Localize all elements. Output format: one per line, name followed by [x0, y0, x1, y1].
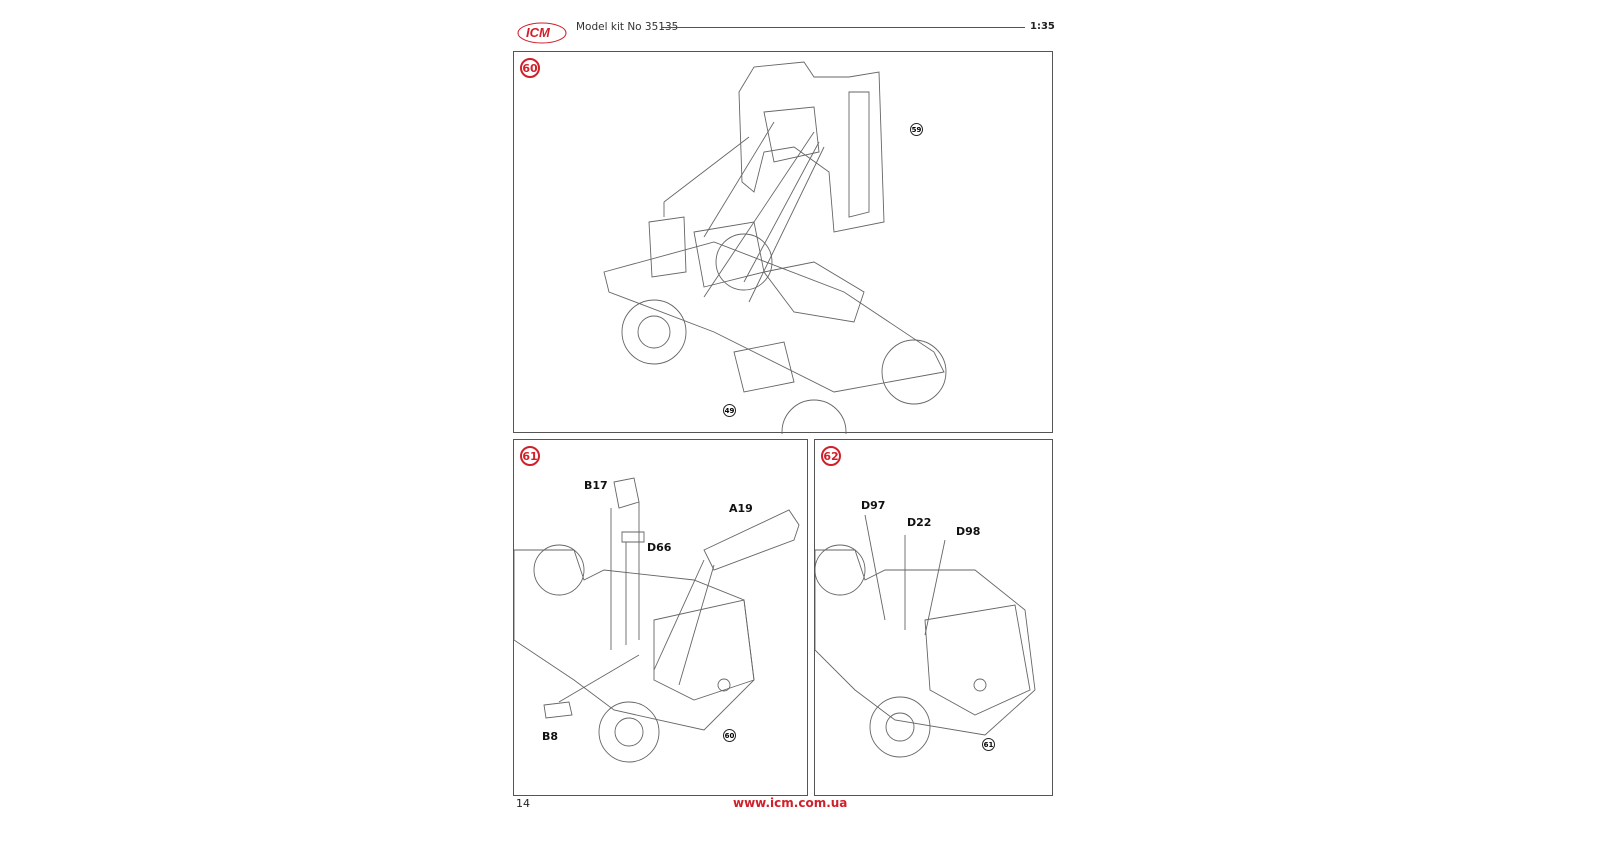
part-label-d22: D22 [907, 516, 932, 529]
step-62-panel: 62 D97 D22 D98 61 [814, 439, 1053, 796]
icm-logo: ICM [516, 18, 568, 48]
chassis-cab-drawing [603, 61, 947, 434]
ref-step-49: 49 [723, 404, 736, 417]
step-61-panel: 61 B17 A19 D66 B8 60 [513, 439, 808, 796]
part-label-d98: D98 [956, 525, 981, 538]
scale-label: 1:35 [1030, 21, 1055, 32]
step-number-60: 60 [520, 58, 540, 78]
part-label-b17: B17 [584, 479, 608, 492]
page-number: 14 [516, 797, 530, 810]
ref-step-60: 60 [723, 729, 736, 742]
truck-front-drawing-61 [514, 477, 800, 763]
step-number-62: 62 [821, 446, 841, 466]
part-label-b8: B8 [542, 730, 559, 743]
ref-step-61: 61 [982, 738, 995, 751]
part-label-d97: D97 [861, 499, 886, 512]
part-label-d66: D66 [647, 541, 672, 554]
header-rule [661, 27, 1025, 28]
part-label-a19: A19 [729, 502, 753, 515]
kit-number: Model kit No 35135 [576, 21, 679, 33]
step-number-61: 61 [520, 446, 540, 466]
svg-text:ICM: ICM [526, 25, 551, 40]
ref-step-59: 59 [910, 123, 923, 136]
website-link[interactable]: www.icm.com.ua [733, 796, 848, 810]
step-60-panel: 60 59 49 [513, 51, 1053, 434]
truck-front-drawing-62 [815, 514, 1036, 758]
